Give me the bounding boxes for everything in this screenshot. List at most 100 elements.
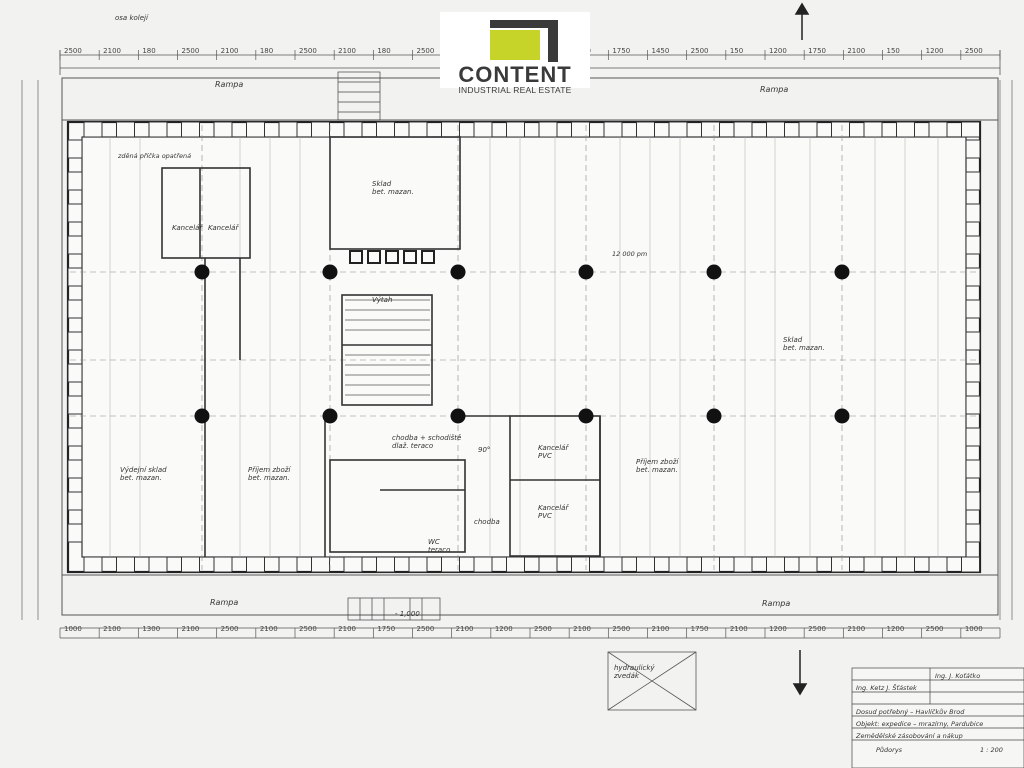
company-logo: CONTENT INDUSTRIAL REAL ESTATE: [440, 12, 590, 95]
bottom-dimension-value: 2100: [730, 625, 748, 633]
column-marker: [834, 264, 850, 280]
bottom-dimension-value: 2100: [182, 625, 200, 633]
pilaster-bottom: [506, 556, 525, 573]
pilaster-left: [67, 299, 83, 319]
title-block-sheet-name: Půdorys: [876, 746, 903, 754]
pilaster-bottom: [538, 556, 558, 573]
pilaster-left: [67, 363, 83, 383]
top-dimension-value: 150: [887, 47, 900, 55]
column-marker: [194, 264, 210, 280]
bottom-dimension-value: 1200: [887, 625, 905, 633]
pilaster-bottom: [733, 556, 753, 573]
pilaster-top: [83, 121, 103, 138]
top-dimension-value: 2100: [103, 47, 121, 55]
bottom-dimension-value: 2100: [573, 625, 591, 633]
bottom-dimension-value: 2100: [652, 625, 670, 633]
pilaster-top: [928, 121, 948, 138]
pilaster-bottom: [636, 556, 655, 573]
title-block-drawn: Ing. Ketz J. Šťástek: [856, 683, 917, 692]
top-dimension-value: 2500: [299, 47, 317, 55]
pilaster-top: [538, 121, 558, 138]
title-block-object: Objekt: expedice – mrazírny, Pardubice: [856, 720, 983, 728]
pilaster-right: [965, 491, 981, 511]
column-marker: [322, 408, 338, 424]
top-dimension-value: 150: [730, 47, 743, 55]
pilaster-top: [148, 121, 168, 138]
angle-note: 90°: [478, 446, 490, 454]
pilaster-left: [67, 235, 83, 255]
top-dimension-value: 1750: [808, 47, 826, 55]
pilaster-right: [965, 235, 981, 255]
pilaster-bottom: [961, 556, 980, 573]
pilaster-top: [116, 121, 135, 138]
column-marker: [194, 408, 210, 424]
top-dimension-value: 2500: [64, 47, 82, 55]
ramp-label-bottom-left: Rampa: [210, 598, 238, 607]
bottom-dimension-value: 1200: [495, 625, 513, 633]
pilaster-bottom: [928, 556, 948, 573]
column-marker: [578, 408, 594, 424]
pilaster-top: [961, 121, 980, 138]
pilaster-top: [311, 121, 330, 138]
pilaster-top: [701, 121, 720, 138]
top-dimension-value: 2100: [847, 47, 865, 55]
room-label-hall: chodba: [474, 518, 500, 526]
pilaster-bottom: [473, 556, 493, 573]
column-marker: [706, 408, 722, 424]
pilaster-top: [733, 121, 753, 138]
logo-subtitle: INDUSTRIAL REAL ESTATE: [458, 85, 572, 95]
pilaster-bottom: [668, 556, 688, 573]
pilaster-right: [965, 331, 981, 351]
pilaster-left: [67, 203, 83, 223]
pilaster-bottom: [83, 556, 103, 573]
pilaster-bottom: [603, 556, 623, 573]
column-marker: [450, 264, 466, 280]
axis-arrow: [792, 2, 810, 696]
pilaster-top: [766, 121, 785, 138]
pilaster-left: [67, 171, 83, 191]
title-block-engineer: Ing. J. Koťátko: [935, 671, 980, 680]
top-dimension-value: 1450: [652, 47, 670, 55]
pilaster-bottom: [798, 556, 818, 573]
column-marker: [322, 264, 338, 280]
staircase-hatching: [345, 299, 430, 396]
top-dimension-value: 2500: [691, 47, 709, 55]
pilaster-bottom: [376, 556, 395, 573]
column-marker: [834, 408, 850, 424]
pilaster-bottom: [441, 556, 460, 573]
ramp-label-top-left: Rampa: [215, 80, 243, 89]
pilaster-bottom: [343, 556, 363, 573]
pilaster-bottom: [116, 556, 135, 573]
pilaster-top: [603, 121, 623, 138]
structural-grid: [70, 125, 978, 570]
room-label-office-a: Kancelář: [172, 224, 203, 232]
pilaster-bottom: [831, 556, 850, 573]
top-dimension-value: 2500: [417, 47, 435, 55]
pilaster-bottom: [278, 556, 298, 573]
bottom-dimension-value: 2500: [221, 625, 239, 633]
pilaster-bottom: [246, 556, 265, 573]
span-note: 12 000 pm: [612, 250, 647, 258]
bottom-dimension-value: 1750: [377, 625, 395, 633]
top-dimension-value: 2500: [965, 47, 983, 55]
title-block-project: Dosud potřebný – Havlíčkův Brod: [856, 708, 965, 716]
column-marker: [706, 264, 722, 280]
pilaster-left: [67, 459, 83, 479]
logo-title: CONTENT: [458, 62, 572, 87]
pilaster-top: [213, 121, 233, 138]
side-dimension-lines: [21, 80, 1013, 620]
partition-note: zděná příčka opatřená: [117, 152, 191, 160]
top-dimension-value: 180: [142, 47, 155, 55]
pilaster-bottom: [766, 556, 785, 573]
top-dimension-value: 2100: [221, 47, 239, 55]
pilaster-right: [965, 427, 981, 447]
title-block: [851, 667, 1024, 768]
